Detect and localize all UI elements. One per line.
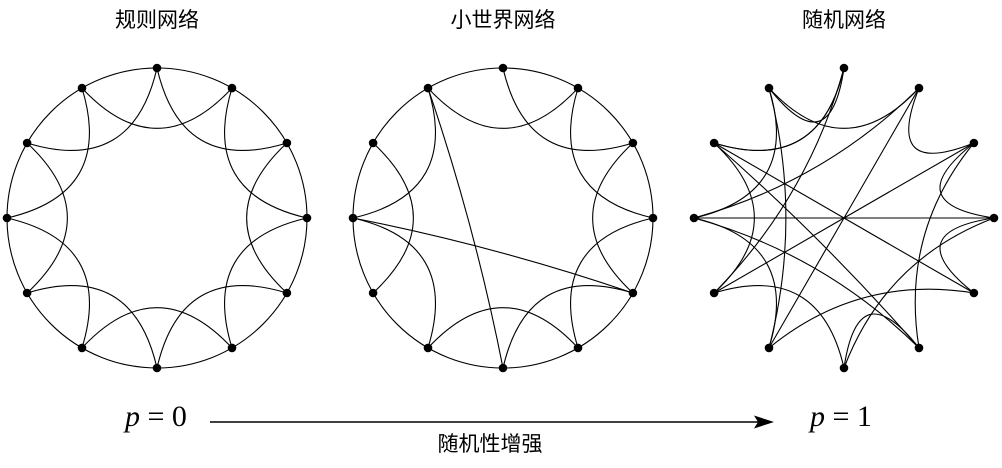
arrow-head bbox=[754, 415, 774, 429]
node bbox=[839, 363, 849, 373]
edge bbox=[768, 67, 845, 123]
node bbox=[969, 288, 979, 298]
edge bbox=[6, 217, 90, 349]
edge bbox=[914, 142, 975, 348]
edge bbox=[26, 67, 158, 151]
edge bbox=[502, 285, 634, 369]
edge bbox=[81, 87, 233, 129]
small-world-network-title: 小世界网络 bbox=[450, 8, 556, 32]
edge bbox=[713, 67, 845, 151]
node bbox=[282, 288, 292, 298]
p-zero-label: p = 0 bbox=[125, 400, 187, 434]
node bbox=[989, 213, 999, 223]
edge bbox=[502, 67, 634, 151]
edge bbox=[427, 87, 579, 129]
edge bbox=[908, 87, 975, 154]
node bbox=[764, 343, 774, 353]
node bbox=[77, 343, 87, 353]
edge bbox=[713, 142, 755, 294]
edge bbox=[156, 285, 288, 369]
node bbox=[573, 343, 583, 353]
node bbox=[498, 63, 508, 73]
node bbox=[423, 83, 433, 93]
p-right-value: 1 bbox=[856, 400, 872, 433]
edge bbox=[843, 313, 920, 369]
edge bbox=[768, 87, 920, 349]
edge bbox=[939, 217, 995, 294]
node bbox=[22, 288, 32, 298]
node bbox=[2, 213, 12, 223]
edge bbox=[713, 142, 920, 349]
node bbox=[628, 288, 638, 298]
node bbox=[227, 343, 237, 353]
edge bbox=[768, 288, 974, 349]
node bbox=[689, 213, 699, 223]
edge bbox=[570, 217, 654, 349]
p-right-variable: p bbox=[810, 400, 825, 433]
edge bbox=[693, 87, 920, 219]
edge bbox=[427, 87, 504, 369]
ring-outline bbox=[6, 67, 308, 369]
small-world-network bbox=[348, 63, 658, 373]
edge bbox=[246, 142, 288, 294]
node bbox=[498, 363, 508, 373]
random-network bbox=[689, 63, 999, 373]
p-one-label: p = 1 bbox=[810, 400, 872, 434]
p-left-operator: = bbox=[147, 400, 165, 433]
p-right-operator: = bbox=[832, 400, 850, 433]
node bbox=[368, 288, 378, 298]
edge bbox=[713, 285, 845, 369]
edge bbox=[768, 87, 920, 129]
regular-network-title: 规则网络 bbox=[115, 8, 199, 32]
edge bbox=[570, 87, 654, 219]
edge bbox=[352, 217, 436, 349]
edge bbox=[81, 307, 233, 349]
edge bbox=[843, 217, 995, 369]
node bbox=[914, 83, 924, 93]
randomness-arrow bbox=[210, 415, 774, 429]
node bbox=[709, 138, 719, 148]
edge bbox=[6, 87, 90, 219]
edge bbox=[372, 142, 414, 294]
edge bbox=[939, 142, 995, 219]
node bbox=[764, 83, 774, 93]
node bbox=[152, 63, 162, 73]
random-network-title: 随机网络 bbox=[802, 8, 886, 32]
ring-outline bbox=[352, 67, 654, 369]
node bbox=[302, 213, 312, 223]
edge bbox=[26, 142, 68, 294]
p-left-variable: p bbox=[125, 400, 140, 433]
node bbox=[709, 288, 719, 298]
node bbox=[368, 138, 378, 148]
node bbox=[22, 138, 32, 148]
node bbox=[914, 343, 924, 353]
randomness-increase-label: 随机性增强 bbox=[437, 432, 543, 456]
node bbox=[227, 83, 237, 93]
edge bbox=[156, 67, 288, 151]
node bbox=[628, 138, 638, 148]
node bbox=[423, 343, 433, 353]
node bbox=[969, 138, 979, 148]
node bbox=[573, 83, 583, 93]
edge bbox=[352, 87, 436, 219]
edge bbox=[224, 217, 308, 349]
edge bbox=[352, 217, 634, 294]
edge bbox=[224, 87, 308, 219]
edge bbox=[693, 87, 777, 219]
node bbox=[348, 213, 358, 223]
edge bbox=[592, 142, 634, 294]
edge bbox=[26, 285, 158, 369]
edge bbox=[693, 217, 777, 349]
regular-network bbox=[2, 63, 312, 373]
node bbox=[648, 213, 658, 223]
node bbox=[839, 63, 849, 73]
p-left-value: 0 bbox=[171, 400, 187, 433]
edge bbox=[427, 307, 579, 349]
node bbox=[282, 138, 292, 148]
node bbox=[152, 363, 162, 373]
node bbox=[77, 83, 87, 93]
